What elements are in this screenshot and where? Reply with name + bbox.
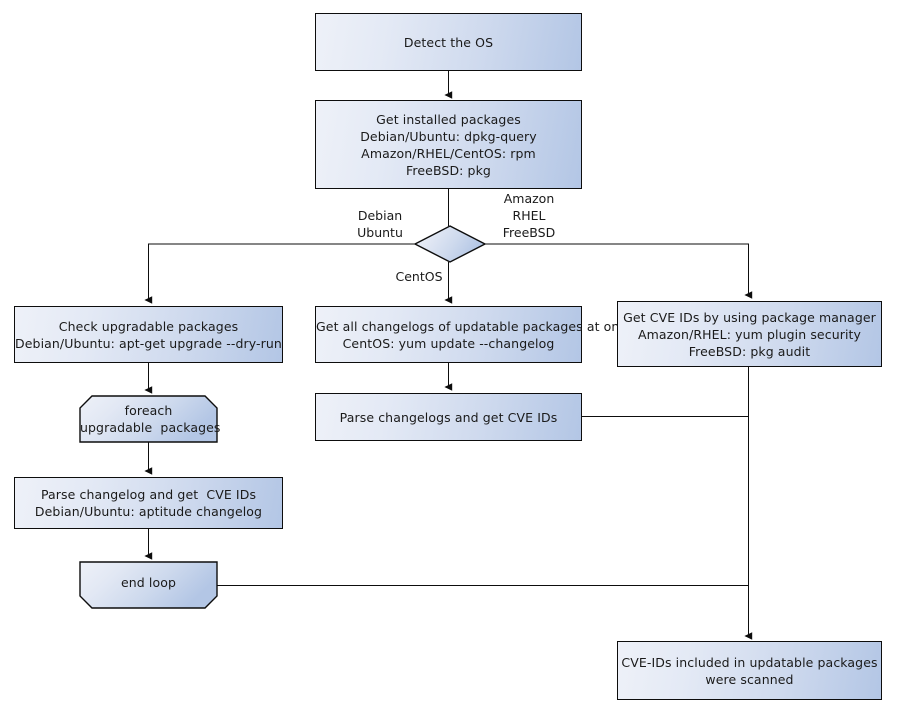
edge-decision-to-pkgmgr — [485, 243, 753, 299]
edge-label-centos: CentOS — [395, 269, 443, 284]
node-parse-changelog-deb-label: Parse changelog and get CVE IDs Debian/U… — [34, 487, 263, 519]
node-check-upgradable-label: Check upgradable packages Debian/Ubuntu:… — [15, 318, 282, 351]
node-foreach-loop-label: foreach upgradable packages — [80, 403, 221, 435]
node-get-cve-ids-pkgmgr[interactable]: Get CVE IDs by using package manager Ama… — [617, 301, 882, 367]
node-end-loop[interactable]: end loop — [80, 562, 217, 602]
node-get-all-changelogs[interactable]: Get all changelogs of updatable packages… — [315, 306, 634, 363]
node-get-cve-ids-pkgmgr-label: Get CVE IDs by using package manager Ama… — [623, 309, 876, 359]
edge-decision-to-check-upgradable — [144, 243, 415, 304]
edge-label-debian-ubuntu: Debian Ubuntu — [357, 208, 403, 240]
node-check-upgradable[interactable]: Check upgradable packages Debian/Ubuntu:… — [14, 306, 283, 363]
node-get-all-changelogs-label: Get all changelogs of updatable packages… — [316, 318, 634, 351]
node-detect-os[interactable]: Detect the OS — [315, 13, 582, 71]
edge-label-amazon-rhel-freebsd: Amazon RHEL FreeBSD — [502, 191, 556, 240]
node-end-loop-label: end loop — [120, 574, 177, 590]
node-parse-changelogs-centos-label: Parse changelogs and get CVE IDs — [339, 409, 558, 425]
node-scanned-result-label: CVE-IDs included in updatable packages w… — [621, 654, 878, 687]
node-scanned-result[interactable]: CVE-IDs included in updatable packages w… — [617, 641, 882, 700]
node-parse-changelog-deb[interactable]: Parse changelog and get CVE IDs Debian/U… — [14, 477, 283, 529]
node-detect-os-label: Detect the OS — [403, 34, 494, 50]
node-os-decision[interactable] — [415, 226, 485, 262]
node-get-installed-packages[interactable]: Get installed packages Debian/Ubuntu: dp… — [315, 100, 582, 189]
node-parse-changelogs-centos[interactable]: Parse changelogs and get CVE IDs — [315, 393, 582, 441]
node-get-installed-packages-label: Get installed packages Debian/Ubuntu: dp… — [360, 111, 537, 178]
node-foreach-loop[interactable]: foreach upgradable packages — [80, 396, 221, 442]
